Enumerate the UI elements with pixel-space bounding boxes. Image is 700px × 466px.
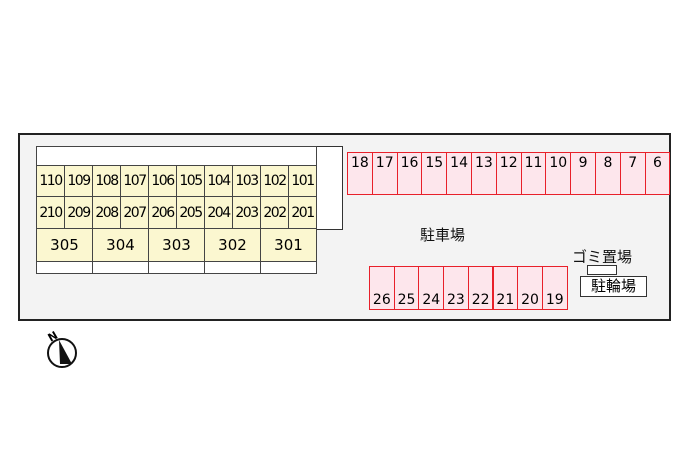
unit-cell: 105	[176, 165, 205, 197]
unit-cell: 209	[64, 196, 93, 229]
bicycle-parking: 駐輪場	[580, 276, 647, 297]
unit-cell: 109	[64, 165, 93, 197]
unit-cell: 205	[176, 196, 205, 229]
unit-cell: 304	[92, 228, 149, 262]
building-bottom-strip	[260, 261, 317, 274]
garbage-area-label: ゴミ置場	[572, 248, 633, 266]
building-bottom-strip	[204, 261, 261, 274]
parking-space: 24	[418, 266, 445, 310]
unit-cell: 108	[92, 165, 121, 197]
building-bottom-strip	[36, 261, 93, 274]
unit-cell: 305	[36, 228, 93, 262]
unit-cell: 202	[260, 196, 289, 229]
building-bottom-strip	[148, 261, 205, 274]
parking-space: 9	[570, 152, 596, 195]
north-compass-icon: N	[46, 329, 77, 368]
parking-space: 19	[541, 266, 568, 310]
parking-space: 20	[517, 266, 543, 310]
unit-cell: 103	[232, 165, 261, 197]
parking-space: 23	[443, 266, 469, 310]
unit-cell: 204	[204, 196, 233, 229]
parking-space: 25	[393, 266, 420, 310]
parking-space: 12	[495, 152, 522, 195]
parking-space: 21	[492, 266, 519, 310]
garbage-area	[587, 265, 617, 275]
unit-cell: 201	[288, 196, 317, 229]
unit-cell: 208	[92, 196, 121, 229]
unit-cell: 102	[260, 165, 289, 197]
parking-space: 13	[471, 152, 497, 195]
parking-space: 14	[446, 152, 472, 195]
unit-cell: 203	[232, 196, 261, 229]
unit-cell: 301	[260, 228, 317, 262]
building-top-strip	[36, 146, 317, 166]
parking-space: 11	[520, 152, 547, 195]
parking-space: 15	[421, 152, 448, 195]
unit-cell: 110	[36, 165, 65, 197]
parking-space: 10	[545, 152, 572, 195]
building-bottom-strip	[92, 261, 149, 274]
parking-space: 16	[396, 152, 423, 195]
unit-cell: 106	[148, 165, 177, 197]
unit-cell: 302	[204, 228, 261, 262]
unit-cell: 207	[120, 196, 149, 229]
parking-space: 18	[347, 152, 373, 195]
parking-space: 22	[467, 266, 494, 310]
unit-cell: 210	[36, 196, 65, 229]
parking-space: 6	[644, 152, 671, 195]
unit-cell: 303	[148, 228, 205, 262]
unit-cell: 104	[204, 165, 233, 197]
parking-space: 7	[619, 152, 646, 195]
parking-space: 26	[369, 266, 395, 310]
parking-space: 8	[595, 152, 621, 195]
unit-cell: 107	[120, 165, 149, 197]
parking-label: 駐車場	[420, 226, 466, 244]
parking-space: 17	[371, 152, 398, 195]
unit-cell: 206	[148, 196, 177, 229]
unit-cell: 101	[288, 165, 317, 197]
